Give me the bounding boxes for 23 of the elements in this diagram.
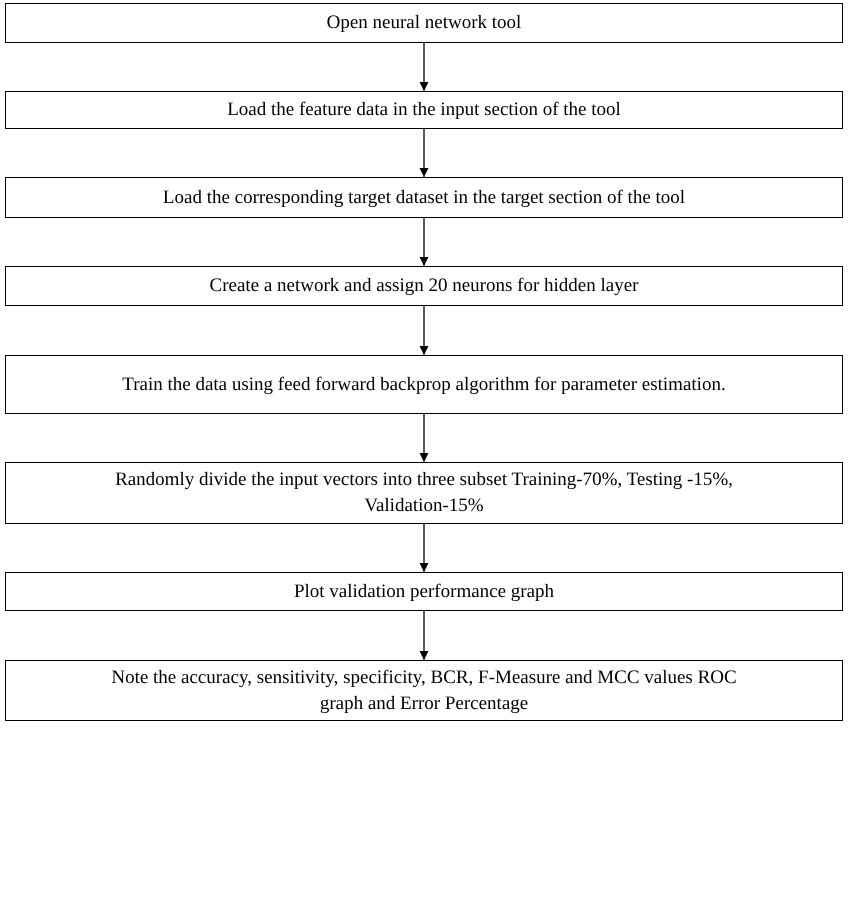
arrow bbox=[419, 414, 429, 462]
process-box bbox=[5, 177, 843, 218]
process-box bbox=[5, 3, 843, 43]
step-text: Create a network and assign 20 neurons for hidden layer bbox=[210, 274, 638, 298]
process-box bbox=[5, 355, 843, 414]
process-box bbox=[5, 660, 843, 721]
arrow bbox=[419, 218, 429, 266]
step-text: Load the corresponding target dataset in the target section of the tool bbox=[162, 186, 686, 210]
arrow bbox=[419, 306, 429, 355]
step-text: Train the data using feed forward backprop algorithm for parameter estimation. bbox=[122, 372, 726, 396]
step-text: Load the feature data in the input section of the tool bbox=[227, 98, 621, 122]
arrow bbox=[419, 129, 429, 177]
process-box bbox=[5, 91, 843, 129]
arrow bbox=[419, 524, 429, 572]
step-text: Open neural network tool bbox=[326, 11, 522, 35]
arrow bbox=[419, 43, 429, 91]
step-text: Plot validation performance graph bbox=[294, 580, 554, 604]
step-text: Randomly divide the input vectors into three subset Training-70%, Testing -15%, Validation-15% bbox=[114, 468, 734, 518]
step-text: Note the accuracy, sensitivity, specificity, BCR, F-Measure and MCC values ROC graph and Error Percentage bbox=[110, 666, 738, 716]
process-box bbox=[5, 462, 843, 524]
arrow bbox=[419, 611, 429, 660]
process-box bbox=[5, 572, 843, 611]
process-box bbox=[5, 266, 843, 306]
